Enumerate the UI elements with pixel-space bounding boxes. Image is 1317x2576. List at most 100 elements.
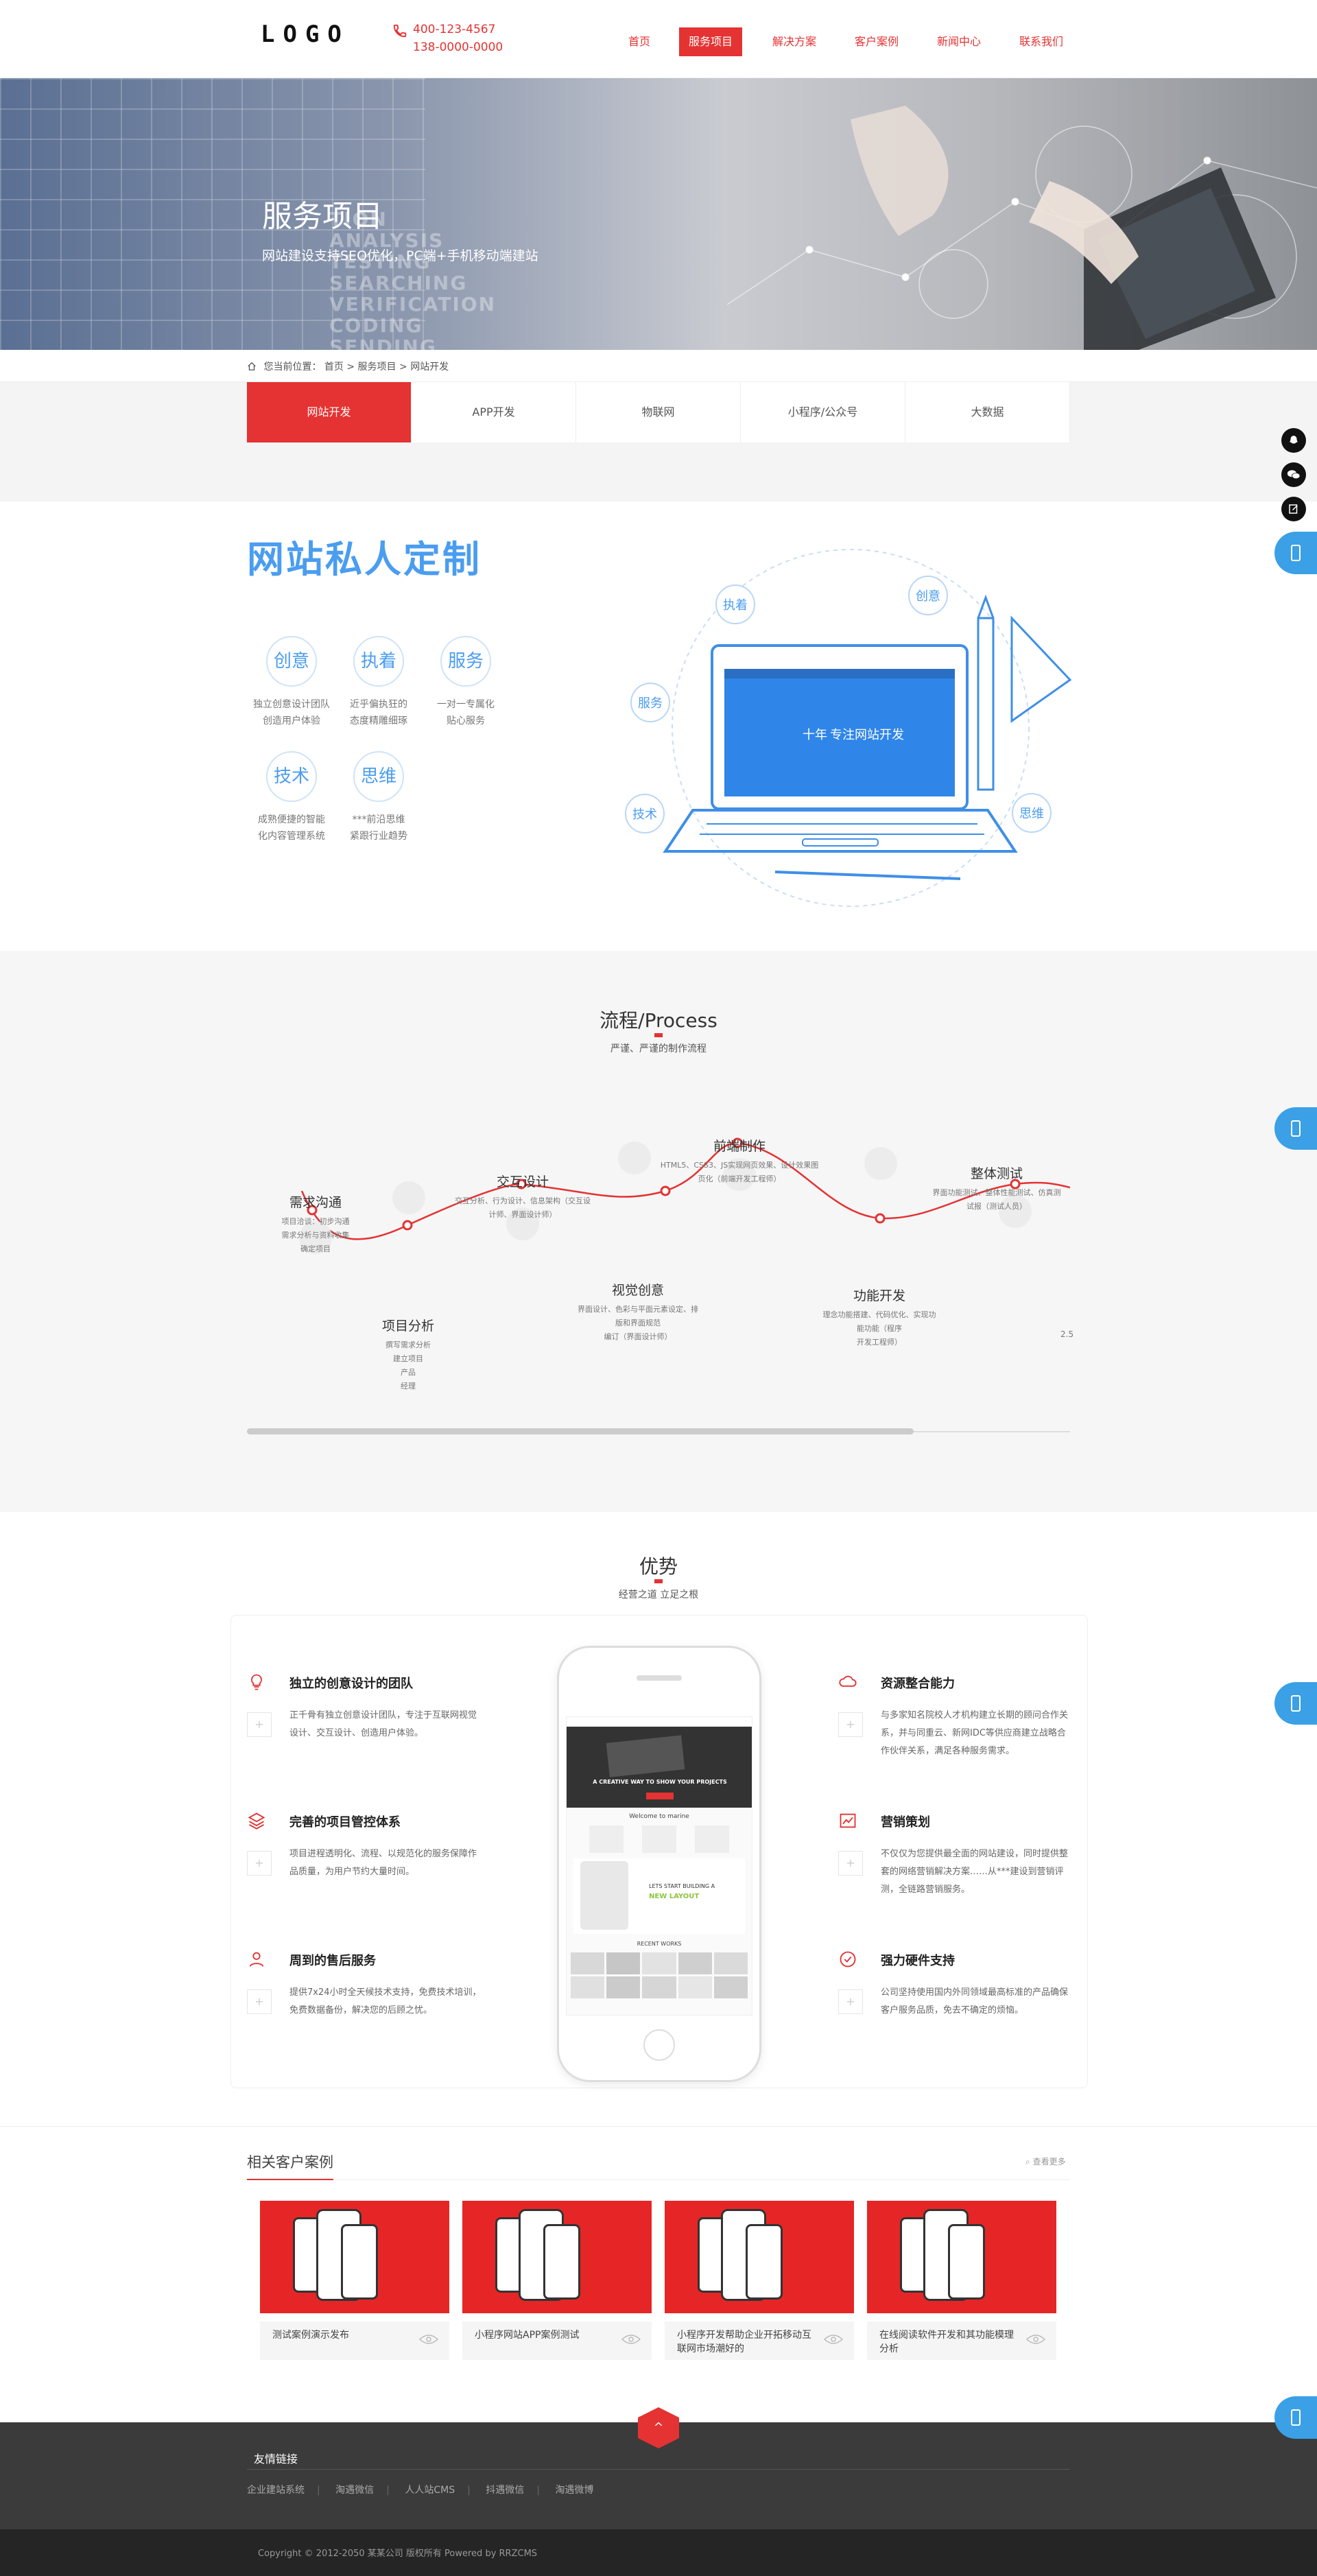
svg-text:十年: 十年 <box>803 728 827 742</box>
banner-grid-pattern <box>0 78 425 350</box>
feature-technology: 技术 成熟便捷的智能化内容管理系统 <box>247 751 336 844</box>
case-thumbnail[interactable] <box>665 2201 854 2313</box>
breadcrumb-current[interactable]: 网站开发 <box>410 362 449 373</box>
breadcrumb-prefix: 您当前位置： <box>263 362 322 373</box>
cases-divider <box>247 2179 1070 2180</box>
cases-section: 相关客户案例 ⌕ 查看更多 测试案例演示发布 小程序网站APP案例测试 小程序开… <box>0 2126 1317 2422</box>
breadcrumb: 您当前位置： 首页 > 服务项目 > 网站开发 <box>0 350 1317 382</box>
step-development: 功能开发 理念功能搭建、代码优化、实现功能功能（程序开发工程师） <box>822 1288 936 1347</box>
nav-home[interactable]: 首页 <box>628 35 651 48</box>
phone-number-1: 400-123-4567 <box>413 23 496 36</box>
links-title: 友情链接 <box>254 2453 298 2466</box>
copyright-bar: Copyright © 2012-2050 某某公司 版权所有 Powered … <box>0 2529 1317 2576</box>
logo[interactable]: LOGO <box>261 21 350 48</box>
case-title[interactable]: 测试案例演示发布 <box>272 2330 349 2341</box>
banner: TION ANALYSIS TESTING SEARCHING VERIFICA… <box>0 78 1317 350</box>
feature-thinking: 思维 ***前沿思维紧跟行业趋势 <box>334 751 423 844</box>
phone-mockup: A CREATIVE WAY TO SHOW YOUR PROJECTS Wel… <box>557 1646 761 2082</box>
friend-link[interactable]: 人人站CMS <box>405 2485 455 2496</box>
case-card[interactable]: 测试案例演示发布 <box>260 2201 449 2360</box>
nav-services[interactable]: 服务项目 <box>679 27 743 56</box>
tab-bigdata[interactable]: 大数据 <box>905 382 1070 442</box>
advantage-frame <box>230 1615 1088 2088</box>
breadcrumb-home[interactable]: 首页 <box>324 362 344 373</box>
nav-cases[interactable]: 客户案例 <box>855 35 899 48</box>
eye-icon <box>419 2335 438 2344</box>
step-analysis: 项目分析 撰写需求分析建立项目产品经理 <box>381 1319 434 1391</box>
phone-icon[interactable] <box>1274 2396 1317 2439</box>
qq-icon[interactable] <box>1281 428 1306 453</box>
category-tabs-section: 网站开发 APP开发 物联网 小程序/公众号 大数据 <box>0 382 1317 501</box>
eye-icon <box>621 2335 641 2344</box>
svg-text:执着: 执着 <box>723 598 748 613</box>
case-title[interactable]: 小程序网站APP案例测试 <box>475 2330 580 2341</box>
phone-screen: A CREATIVE WAY TO SHOW YOUR PROJECTS Wel… <box>566 1716 752 2016</box>
cloud-icon <box>838 1673 859 1693</box>
plus-icon: + <box>838 1851 863 1876</box>
advantage-title: 优势 <box>639 1555 678 1578</box>
case-card[interactable]: 在线阅读软件开发和其功能模理分析 <box>867 2201 1056 2360</box>
breadcrumb-services[interactable]: 服务项目 <box>357 362 396 373</box>
plus-icon: + <box>247 1712 272 1737</box>
tab-miniprogram[interactable]: 小程序/公众号 <box>741 382 905 442</box>
footer: ^ 友情链接 企业建站系统| 淘遇微信| 人人站CMS| 抖遇微信| 淘遇微博 <box>0 2407 1317 2529</box>
tab-app-dev[interactable]: APP开发 <box>412 382 576 442</box>
svg-text:创意: 创意 <box>916 589 940 604</box>
banner-title: 服务项目 <box>262 199 383 234</box>
banner-subtitle: 网站建设支持SEO优化，PC端+手机移动端建站 <box>262 248 538 263</box>
tab-iot[interactable]: 物联网 <box>576 382 741 442</box>
friend-link[interactable]: 淘遇微博 <box>555 2485 594 2496</box>
case-thumbnail[interactable] <box>867 2201 1056 2313</box>
feature-creative: 创意 独立创意设计团队创造用户体验 <box>247 636 336 729</box>
process-scrollbar[interactable] <box>247 1428 1070 1434</box>
case-thumbnail[interactable] <box>462 2201 652 2313</box>
phone-home-button <box>643 2029 675 2061</box>
process-scroll-thumb[interactable] <box>247 1428 914 1434</box>
title-accent <box>654 1033 663 1037</box>
tab-web-dev[interactable]: 网站开发 <box>247 382 412 442</box>
edit-icon[interactable] <box>1281 497 1306 521</box>
wechat-icon[interactable] <box>1281 462 1306 487</box>
plus-icon: + <box>838 1712 863 1737</box>
process-title: 流程/Process <box>600 1009 717 1032</box>
svg-text:服务: 服务 <box>638 696 663 711</box>
eye-icon <box>1026 2335 1045 2344</box>
cases-more-link[interactable]: ⌕ 查看更多 <box>1025 2157 1066 2166</box>
phone-icon[interactable] <box>1274 1107 1317 1150</box>
case-thumbnail[interactable] <box>260 2201 449 2313</box>
case-title[interactable]: 小程序开发帮助企业开拓移动互联网市场潮好的 <box>677 2330 811 2354</box>
banner-illustration <box>727 106 1317 350</box>
plus-icon: + <box>838 1989 863 2014</box>
plus-icon: + <box>247 1851 272 1876</box>
case-title[interactable]: 在线阅读软件开发和其功能模理分析 <box>879 2330 1014 2354</box>
friend-link[interactable]: 淘遇微信 <box>335 2485 375 2496</box>
friend-link[interactable]: 企业建站系统 <box>247 2485 305 2496</box>
copyright-text: Copyright © 2012-2050 某某公司 版权所有 Powered … <box>258 2549 538 2559</box>
case-card[interactable]: 小程序开发帮助企业开拓移动互联网市场潮好的 <box>665 2201 854 2360</box>
user-service-icon <box>247 1950 268 1970</box>
svg-text:专注网站开发: 专注网站开发 <box>830 728 904 742</box>
process-curve <box>299 1137 1070 1254</box>
check-circle-icon <box>838 1950 859 1970</box>
back-to-top-button[interactable]: ^ <box>638 2407 679 2448</box>
friend-links: 企业建站系统| 淘遇微信| 人人站CMS| 抖遇微信| 淘遇微博 <box>247 2485 594 2496</box>
svg-text:技术: 技术 <box>632 807 657 822</box>
friend-link[interactable]: 抖遇微信 <box>486 2485 525 2496</box>
private-custom-section: 网站私人定制 创意 独立创意设计团队创造用户体验 执着 近乎偏执狂的态度精雕细琢… <box>0 501 1317 951</box>
case-card[interactable]: 小程序网站APP案例测试 <box>462 2201 652 2360</box>
plus-icon: + <box>247 1989 272 2014</box>
step-interaction: 交互设计 交互分析、行为设计、信息架构（交互设计师、界面设计师） <box>455 1174 591 1219</box>
nav-contact[interactable]: 联系我们 <box>1019 35 1064 48</box>
phone-icon[interactable] <box>1274 532 1317 574</box>
laptop-illustration: 十年 专注网站开发 执着 创意 服务 技术 思维 <box>625 549 1072 907</box>
nav-news[interactable]: 新闻中心 <box>937 35 982 48</box>
step-frontend: 前端制作 HTML5、CSS3、JS实现网页效果、设计效果图页化（前端开发工程师… <box>660 1139 819 1183</box>
phone-speaker <box>637 1675 682 1681</box>
cases-title: 相关客户案例 <box>247 2151 333 2180</box>
feature-service: 服务 一对一专属化贴心服务 <box>421 636 510 729</box>
phone-icon[interactable] <box>1274 1682 1317 1725</box>
nav-solutions[interactable]: 解决方案 <box>772 35 817 48</box>
site-header: LOGO 400-123-4567 138-0000-0000 首页 服务项目 … <box>0 0 1317 78</box>
links-divider <box>247 2469 1070 2470</box>
step-overflow-label: 2.5 <box>1060 1330 1074 1339</box>
